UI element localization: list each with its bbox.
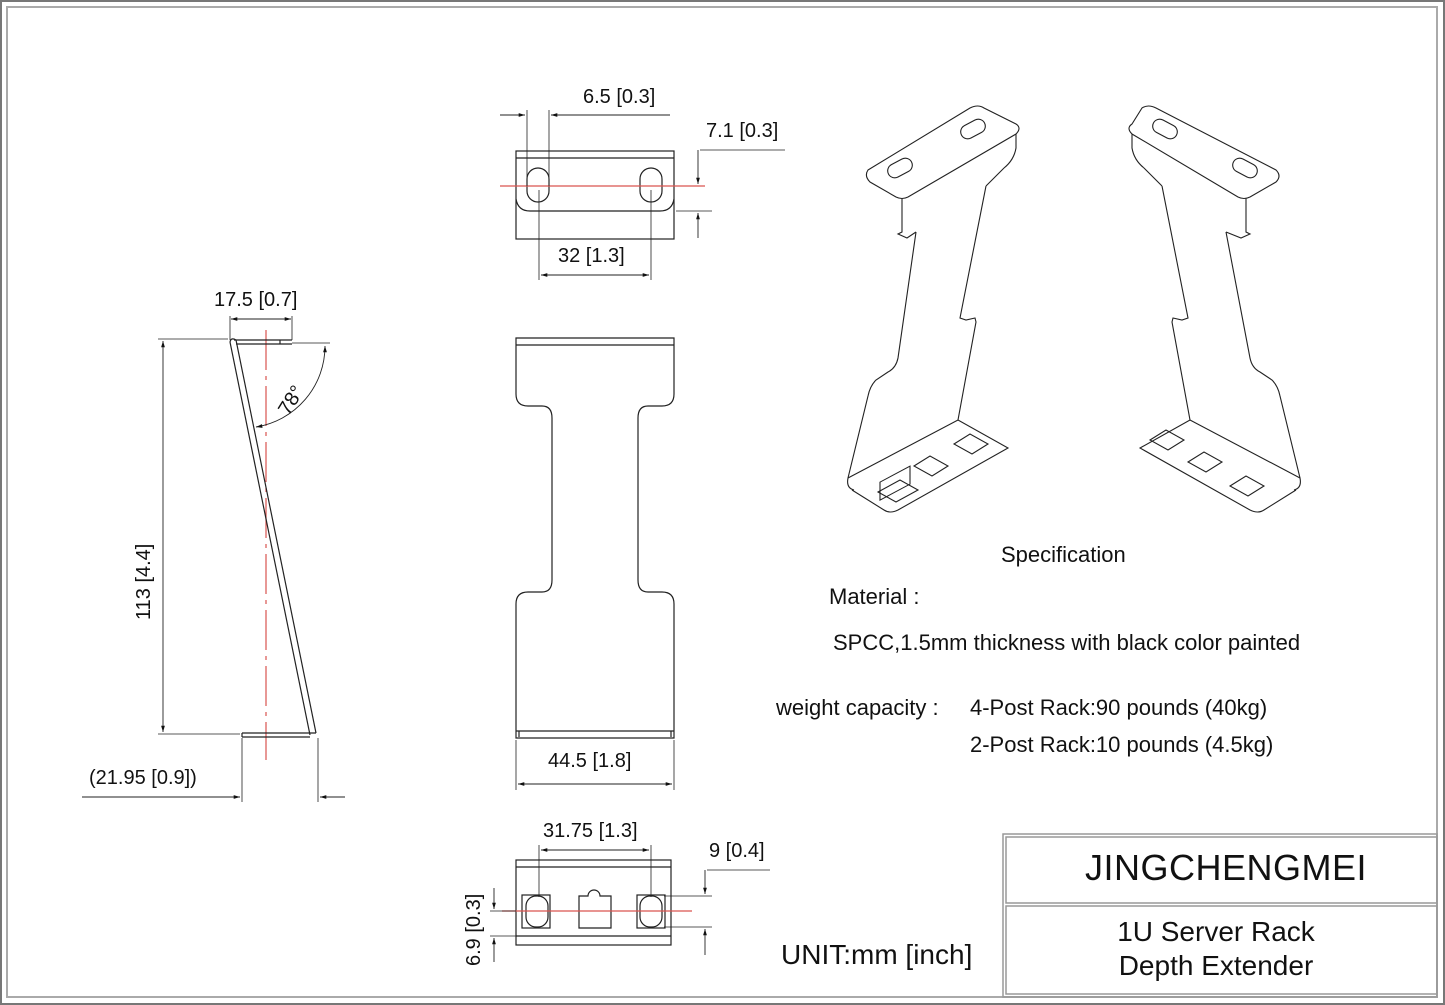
spec-material-label: Material : <box>829 584 920 609</box>
front-view <box>515 337 675 790</box>
title-block-product-line1: 1U Server Rack <box>1117 916 1315 947</box>
isometric-right-bracket <box>1128 105 1301 513</box>
dim-top-slot-offset: 7.1 [0.3] <box>706 120 779 142</box>
dim-side-height: 113 [4.4] <box>133 543 155 620</box>
spec-material-value: SPCC,1.5mm thickness with black color pa… <box>833 630 1301 655</box>
dim-top-slot-spacing: 32 [1.3] <box>558 245 625 267</box>
title-block-brand: JINGCHENGMEI <box>1085 847 1368 888</box>
title-block-frame <box>1002 833 1438 998</box>
bottom-view <box>490 845 770 962</box>
top-view <box>500 110 785 280</box>
title-block-product-line2: Depth Extender <box>1118 949 1314 981</box>
spec-heading: Specification <box>1001 542 1126 567</box>
spec-weight-2post: 2-Post Rack:10 pounds (4.5kg) <box>970 732 1274 757</box>
dim-top-slot-width: 6.5 [0.3] <box>583 86 656 108</box>
dim-bottom-edge-offset: 9 [0.4] <box>709 840 765 862</box>
dim-side-bottom-offset: (21.95 [0.9]) <box>89 767 197 789</box>
unit-label: UNIT:mm [inch] <box>781 939 973 970</box>
dim-front-width: 44.5 [1.8] <box>548 750 632 772</box>
dim-bottom-hole-spacing: 31.75 [1.3] <box>543 820 638 842</box>
isometric-left-bracket <box>847 105 1020 513</box>
side-view <box>82 316 345 802</box>
title-block-product: 1U Server Rack Depth Extender <box>1006 915 1426 982</box>
spec-weight-label: weight capacity : <box>776 695 939 720</box>
dim-bottom-hole-height: 6.9 [0.3] <box>463 893 485 966</box>
spec-weight-4post: 4-Post Rack:90 pounds (40kg) <box>970 695 1268 720</box>
dim-side-top-width: 17.5 [0.7] <box>214 289 298 311</box>
